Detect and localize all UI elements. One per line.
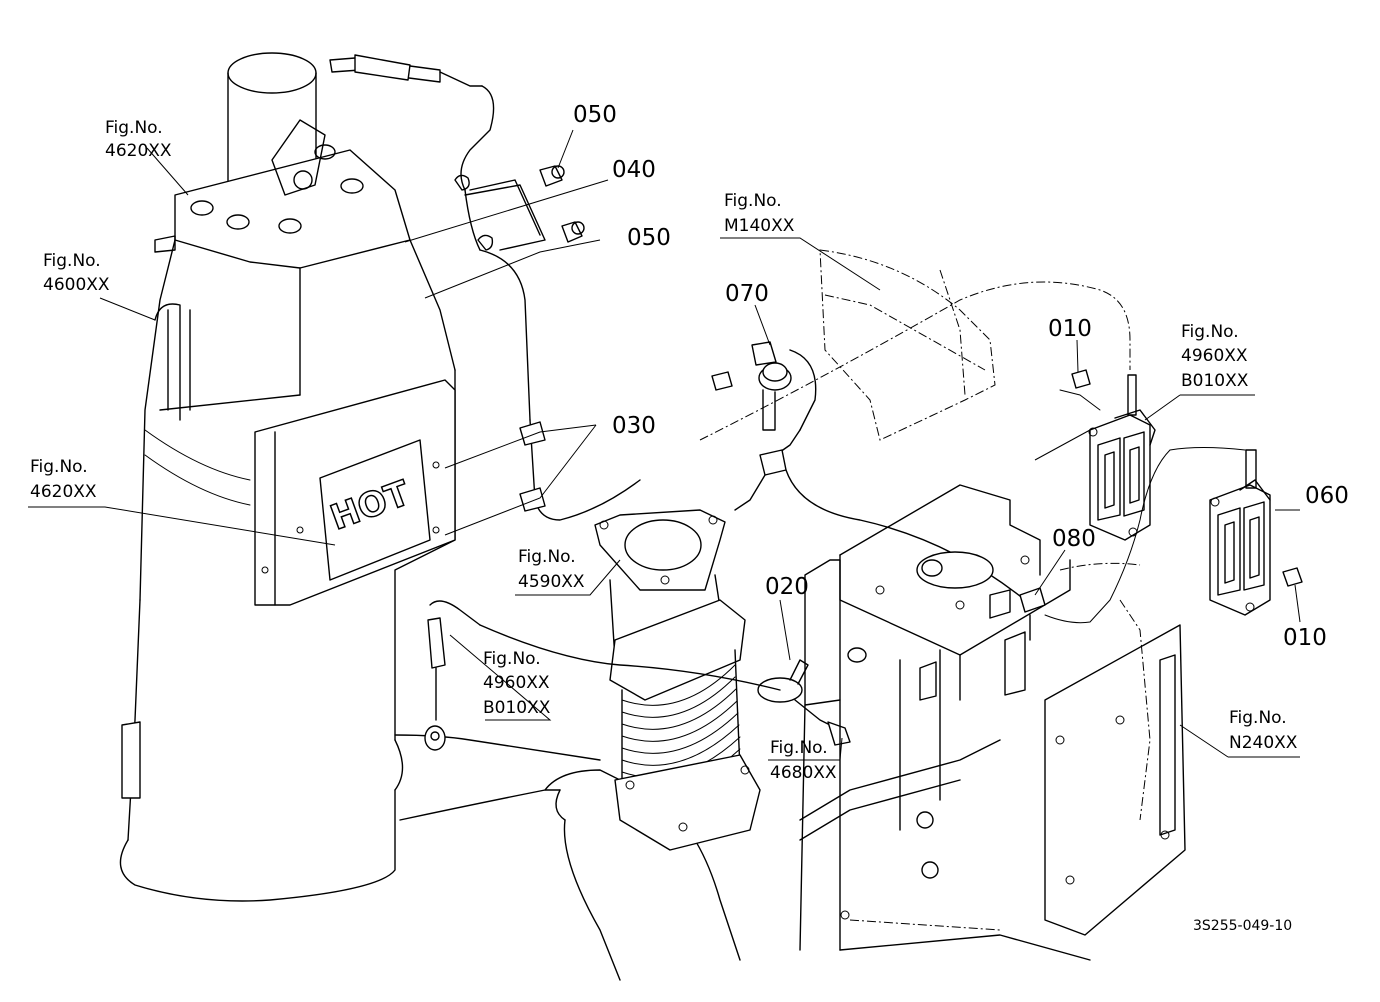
part-label-050-top: 050 <box>573 102 617 128</box>
fig-ref-n240: Fig.No. N240XX <box>1229 708 1298 753</box>
part-label-050-mid: 050 <box>627 225 671 251</box>
fig-ref-4590: Fig.No. 4590XX <box>518 547 585 592</box>
fig-ref-4960-left-line2: 4960XX <box>483 673 550 693</box>
part-label-070: 070 <box>725 281 769 307</box>
sensor-control-unit-lower <box>1044 447 1303 624</box>
fig-ref-4590-line2: 4590XX <box>518 572 585 592</box>
leader-lines <box>28 129 1301 761</box>
fig-ref-n240-line2: N240XX <box>1229 733 1298 753</box>
fig-ref-4680-line2: 4680XX <box>770 763 837 783</box>
fig-ref-4620-bottom-line1: Fig.No. <box>30 457 88 477</box>
fig-ref-4600-line2: 4600XX <box>43 275 110 295</box>
fig-ref-4600-line1: Fig.No. <box>43 251 101 271</box>
frame-structure <box>799 484 1186 961</box>
fig-ref-4620-top-line1: Fig.No. <box>105 118 163 138</box>
part-label-010-bottom: 010 <box>1283 625 1327 651</box>
nox-sensor-070 <box>711 341 1026 601</box>
fig-ref-4960-left-line1: Fig.No. <box>483 649 541 669</box>
drawing-code: 3S255-049-10 <box>1193 918 1292 934</box>
fig-ref-4600: Fig.No. 4600XX <box>43 251 110 295</box>
sensor-control-unit-upper <box>1059 369 1156 541</box>
part-label-080: 080 <box>1052 526 1096 552</box>
fig-ref-4960-right-line2: 4960XX <box>1181 346 1248 366</box>
fig-ref-4960-left: Fig.No. 4960XX B010XX <box>483 649 551 718</box>
exhaust-gas-sensor-harness <box>329 54 641 521</box>
part-label-060: 060 <box>1305 483 1349 509</box>
part-label-010-top: 010 <box>1048 316 1092 342</box>
engine-mount-bracket <box>699 249 1131 441</box>
fig-ref-4960-right: Fig.No. 4960XX B010XX <box>1181 322 1249 391</box>
fig-ref-m140-line1: Fig.No. <box>724 191 782 211</box>
fig-ref-4620-bottom-line2: 4620XX <box>30 482 97 502</box>
dpf-canister: HOT <box>119 52 741 981</box>
fig-ref-4590-line1: Fig.No. <box>518 547 576 567</box>
fig-ref-4620-bottom: Fig.No. 4620XX <box>30 457 97 502</box>
fig-ref-n240-line1: Fig.No. <box>1229 708 1287 728</box>
fig-ref-4960-right-line1: Fig.No. <box>1181 322 1239 342</box>
flex-exhaust-pipe <box>594 509 761 851</box>
fig-ref-4960-left-line3: B010XX <box>483 698 551 718</box>
fig-ref-4620-top: Fig.No. 4620XX <box>105 118 172 161</box>
fig-ref-m140-line2: M140XX <box>724 216 795 236</box>
fig-ref-4680: Fig.No. 4680XX <box>770 738 837 783</box>
fig-ref-4960-right-line3: B010XX <box>1181 371 1249 391</box>
part-label-020: 020 <box>765 574 809 600</box>
part-label-040: 040 <box>612 157 656 183</box>
fig-ref-4620-top-line2: 4620XX <box>105 141 172 161</box>
fig-ref-4680-line1: Fig.No. <box>770 738 828 758</box>
fig-ref-m140: Fig.No. M140XX <box>724 191 795 236</box>
part-label-030: 030 <box>612 413 656 439</box>
